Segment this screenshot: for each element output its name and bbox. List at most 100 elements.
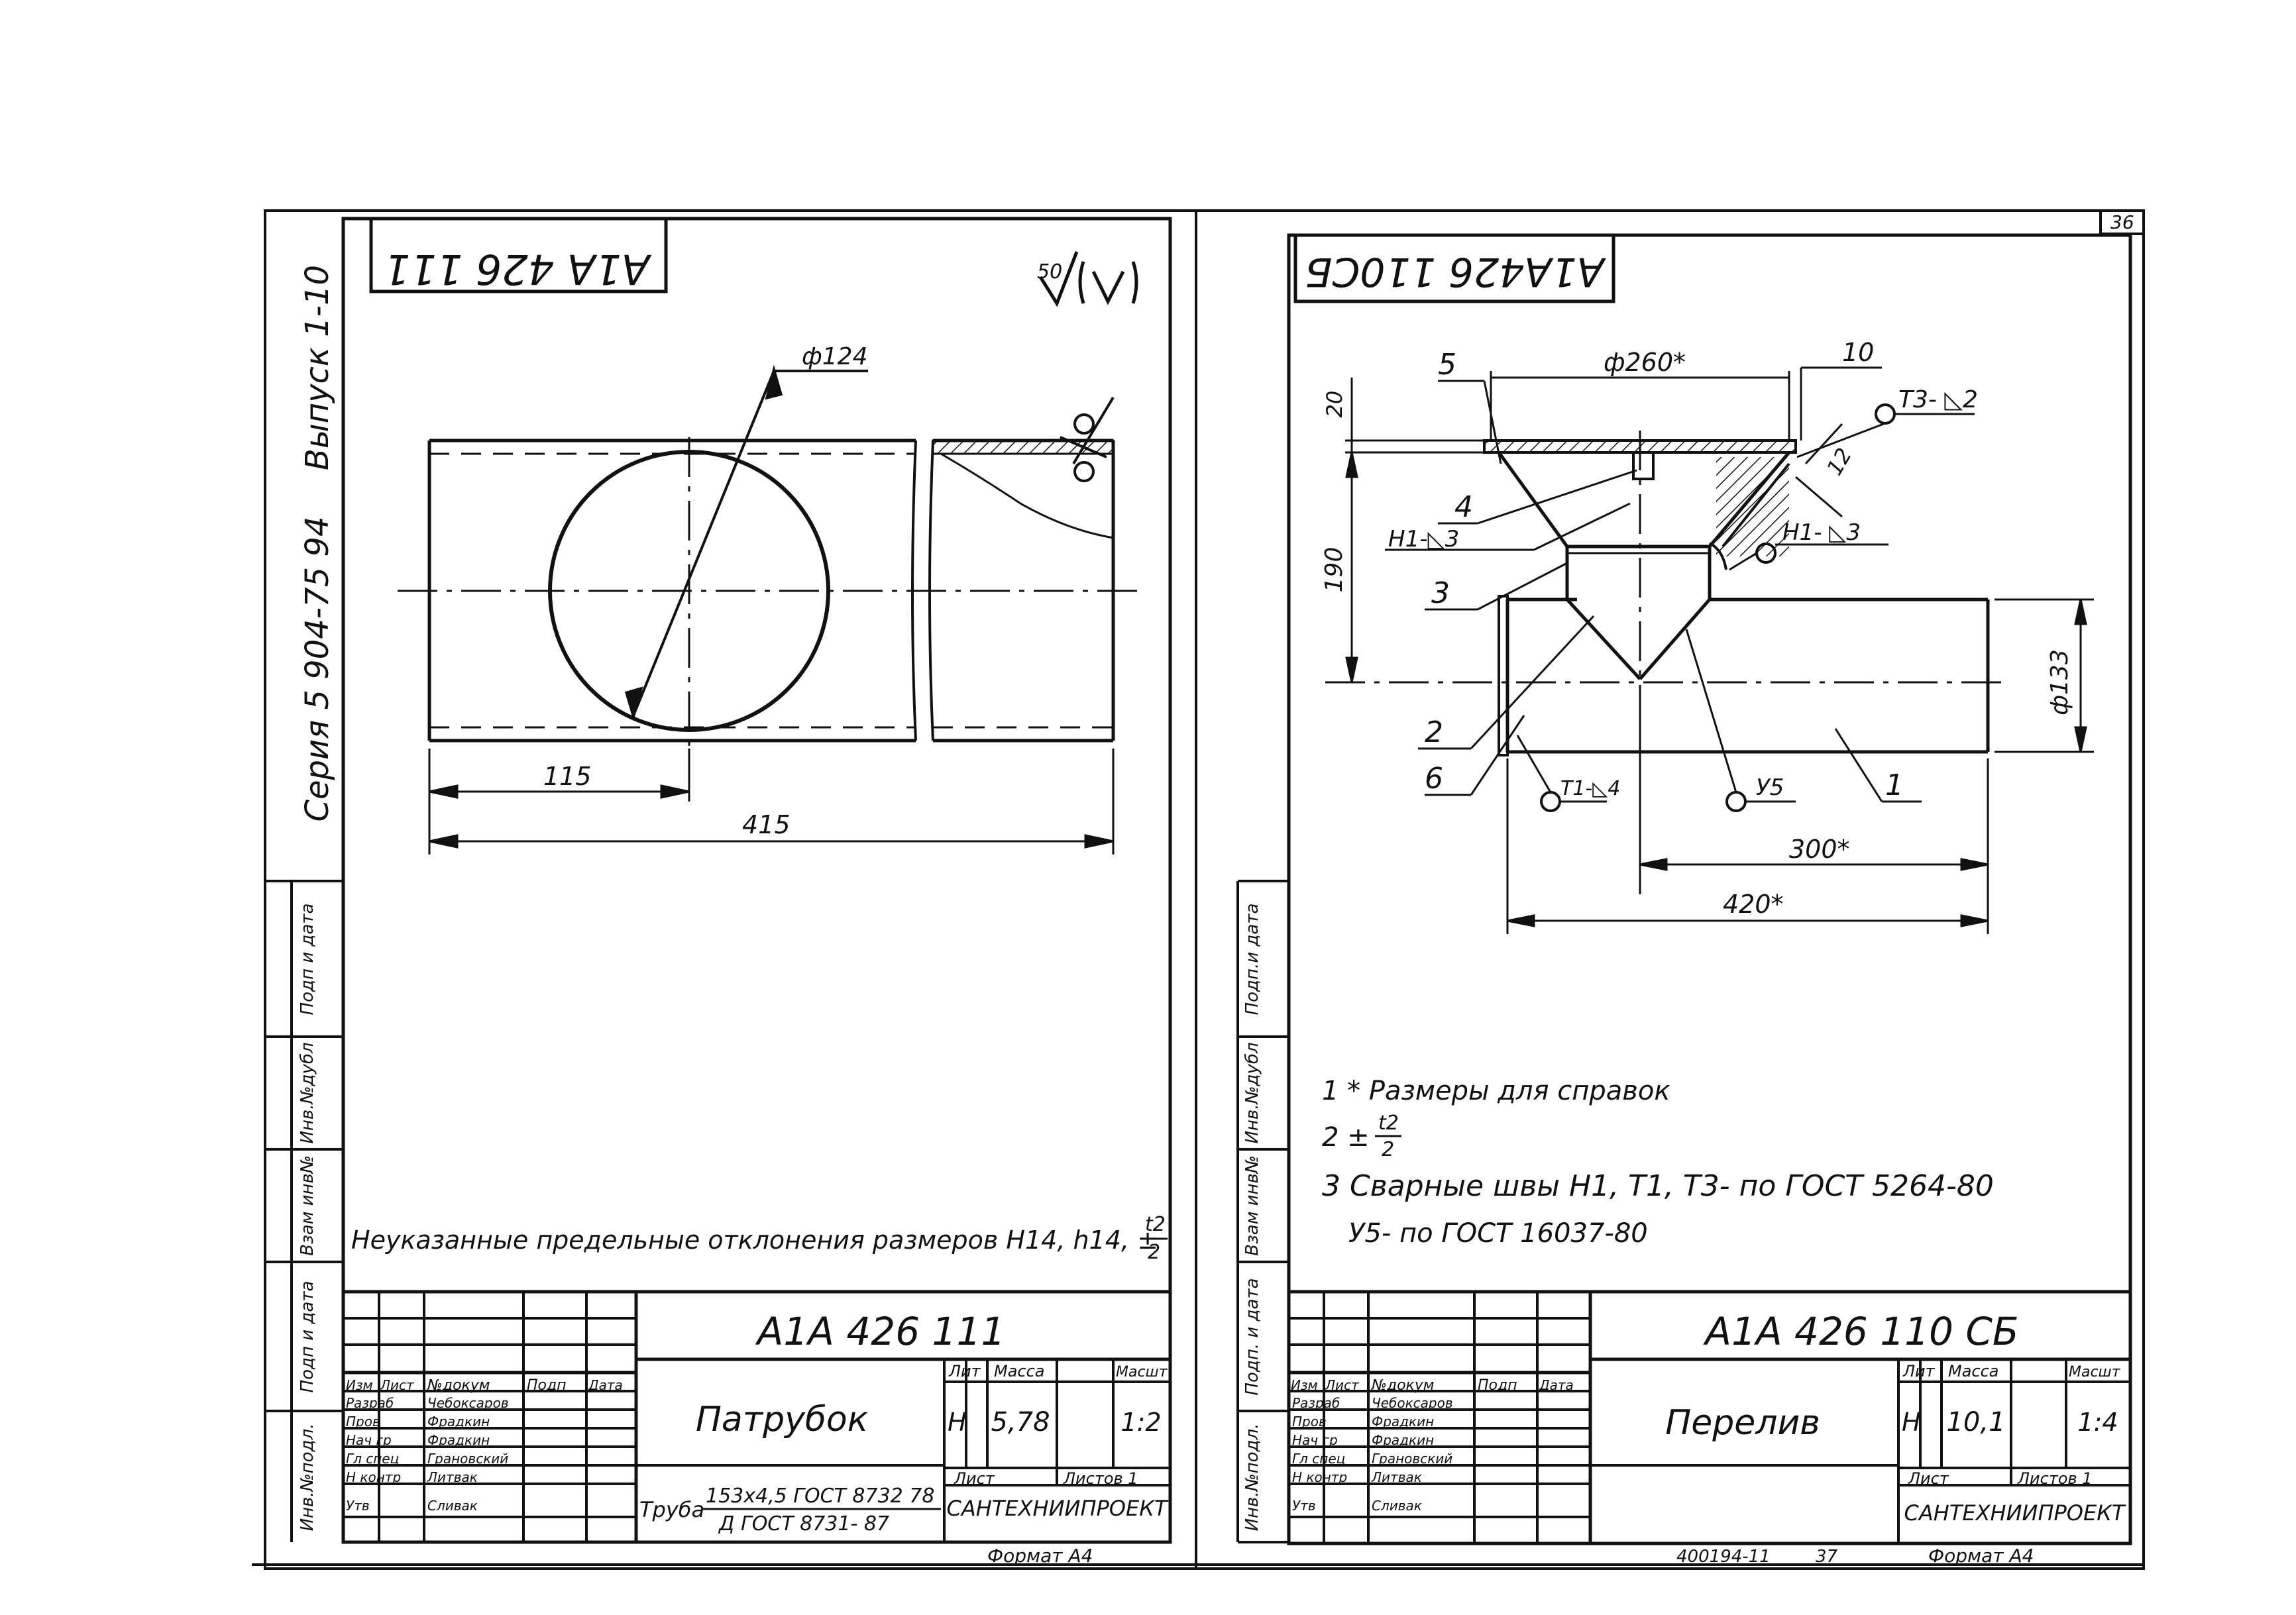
sheet-number: 36 (2110, 211, 2134, 233)
right-lit-label: Лит (1902, 1362, 1936, 1381)
pos-3: 3 (1431, 576, 1450, 610)
right-note-4: У5- по ГОСТ 16037-80 (1348, 1218, 1648, 1249)
left-role-5: Н контр (346, 1469, 401, 1485)
weld-h1-right: Н1- ◺3 (1782, 519, 1861, 546)
right-side-label-5: Инв.№подл. (1242, 1424, 1262, 1532)
pos-6: 6 (1425, 762, 1443, 796)
left-side-label-4: Подп и дата (298, 1281, 317, 1393)
right-person-2: Фрадкин (1372, 1414, 1434, 1430)
right-side-label-1: Подп.и дата (1242, 904, 1262, 1016)
left-note-frac-num: t2 (1145, 1213, 1166, 1236)
right-role-2: Пров (1292, 1414, 1327, 1430)
left-role-2: Пров (346, 1414, 380, 1430)
left-sheet-label: Лист (954, 1469, 995, 1488)
weld-t1: Т1-◺4 (1560, 777, 1620, 800)
right-note2-frac-den: 2 (1382, 1138, 1394, 1161)
right-hdr-data: Дата (1539, 1377, 1574, 1393)
left-side-label-3: Взам инв№ (298, 1155, 317, 1256)
left-material-line1: 153х4,5 ГОСТ 8732 78 (706, 1485, 934, 1508)
dim-300: 300* (1789, 835, 1850, 864)
left-sheet (252, 209, 1197, 1570)
dim-12: 12 (1822, 444, 1857, 480)
left-side-label-2: Инв.№дубл (298, 1042, 317, 1143)
dim-diameter-124: ф124 (802, 343, 868, 370)
right-designation: А1А 426 110 СБ (1702, 1309, 2018, 1354)
right-sheet-label: Лист (1908, 1469, 1949, 1488)
right-person-1: Чебоксаров (1372, 1395, 1453, 1411)
right-format: Формат А4 (1928, 1545, 2034, 1567)
right-side-strip (1236, 880, 1289, 1543)
left-person-1: Чебоксаров (427, 1395, 509, 1411)
roughness-symbol (1038, 251, 1138, 307)
right-code-stamp: А1А426 110СБ (1305, 248, 1606, 295)
weld-h1-left: Н1-◺3 (1388, 526, 1459, 552)
series-label: Серия 5 904-75 94 (299, 517, 336, 822)
right-sheet (1195, 209, 2145, 1570)
right-hdr-izm: Изм (1291, 1377, 1318, 1393)
weld-u5: У5 (1756, 774, 1784, 801)
left-hdr-podp: Подп (527, 1377, 567, 1394)
dim-420: 420* (1723, 890, 1784, 919)
left-side-strip (265, 880, 343, 1542)
right-scale: 1:4 (2077, 1408, 2118, 1437)
right-role-5: Н контр (1292, 1469, 1347, 1485)
right-footer-page: 37 (1816, 1547, 1838, 1567)
left-note: Неуказанные предельные отклонения размер… (351, 1225, 1158, 1255)
sheet-number-box (2099, 209, 2145, 235)
right-role-6: Утв (1292, 1498, 1316, 1514)
dim-260: ф260* (1604, 348, 1686, 377)
right-side-label-2: Инв.№дубл (1242, 1042, 1262, 1143)
left-hdr-izm: Изм (346, 1377, 373, 1393)
right-hdr-doc: №докум (1371, 1377, 1434, 1394)
right-name: Перелив (1665, 1403, 1820, 1443)
left-stamp-box (369, 219, 668, 293)
left-designation: А1А 426 111 (755, 1309, 1006, 1354)
left-scale-label: Масшт (1116, 1364, 1168, 1381)
right-note-1: 1 * Размеры для справок (1322, 1076, 1670, 1106)
left-note-frac-den: 2 (1148, 1241, 1160, 1264)
right-hdr-list: Лист (1325, 1377, 1360, 1393)
left-code-stamp: А1А 426 111 (384, 245, 652, 293)
left-material-line2: Д ГОСТ 8731- 87 (718, 1512, 889, 1536)
pos-2: 2 (1425, 715, 1443, 749)
left-dimensions (428, 749, 1115, 855)
dim-10: 10 (1842, 338, 1874, 367)
dim-133: ф133 (2046, 649, 2073, 715)
left-role-1: Разраб (346, 1395, 394, 1411)
left-role-6: Утв (346, 1498, 370, 1514)
left-name: Патрубок (696, 1400, 869, 1439)
right-inner-frame (1287, 233, 2132, 1545)
right-role-1: Разраб (1292, 1395, 1340, 1411)
right-stamp-box (1293, 235, 1615, 303)
right-lit: Н (1902, 1408, 1921, 1437)
right-sheets-label: Листов 1 (2017, 1469, 2093, 1488)
left-person-5: Литвак (427, 1469, 478, 1485)
right-scale-label: Масшт (2069, 1364, 2121, 1381)
dim-115: 115 (543, 762, 592, 791)
right-role-3: Нач гр (1292, 1432, 1338, 1448)
dim-20: 20 (1322, 391, 1347, 418)
roughness-value: 50 (1037, 260, 1062, 284)
dim-190: 190 (1321, 547, 1348, 593)
left-scale: 1:2 (1121, 1408, 1161, 1437)
right-role-4: Гл спец (1292, 1451, 1345, 1467)
right-texts: 36 А1А426 110СБ ф260* 10 20 190 ф133 12 … (1242, 211, 2134, 1567)
right-hdr-podp: Подп (1478, 1377, 1517, 1394)
left-role-4: Гл спец (346, 1451, 399, 1467)
pos-4: 4 (1454, 490, 1473, 524)
left-lit: Н (948, 1408, 967, 1437)
left-mass-label: Масса (994, 1362, 1045, 1381)
weld-t3: Т3- ◺2 (1898, 386, 1978, 413)
left-hdr-data: Дата (588, 1377, 623, 1393)
right-person-4: Грановский (1372, 1451, 1452, 1467)
left-texts: А1А 426 111 50 Серия 5 904-75 94 Выпуск … (298, 245, 1169, 1567)
right-note-3: 3 Сварные швы Н1, Т1, Т3- по ГОСТ 5264-8… (1322, 1169, 1994, 1203)
dim-415: 415 (742, 810, 791, 839)
right-title-block-grid (1289, 1290, 2130, 1542)
right-org: САНТЕХНИИПРОЕКТ (1904, 1500, 2126, 1526)
right-note-2: 2 ± (1322, 1122, 1370, 1153)
right-person-6: Сливак (1372, 1498, 1422, 1514)
left-side-label-5: Инв.№подл. (298, 1424, 317, 1532)
right-mass: 10,1 (1946, 1407, 2005, 1437)
pipe-view (398, 364, 1140, 795)
